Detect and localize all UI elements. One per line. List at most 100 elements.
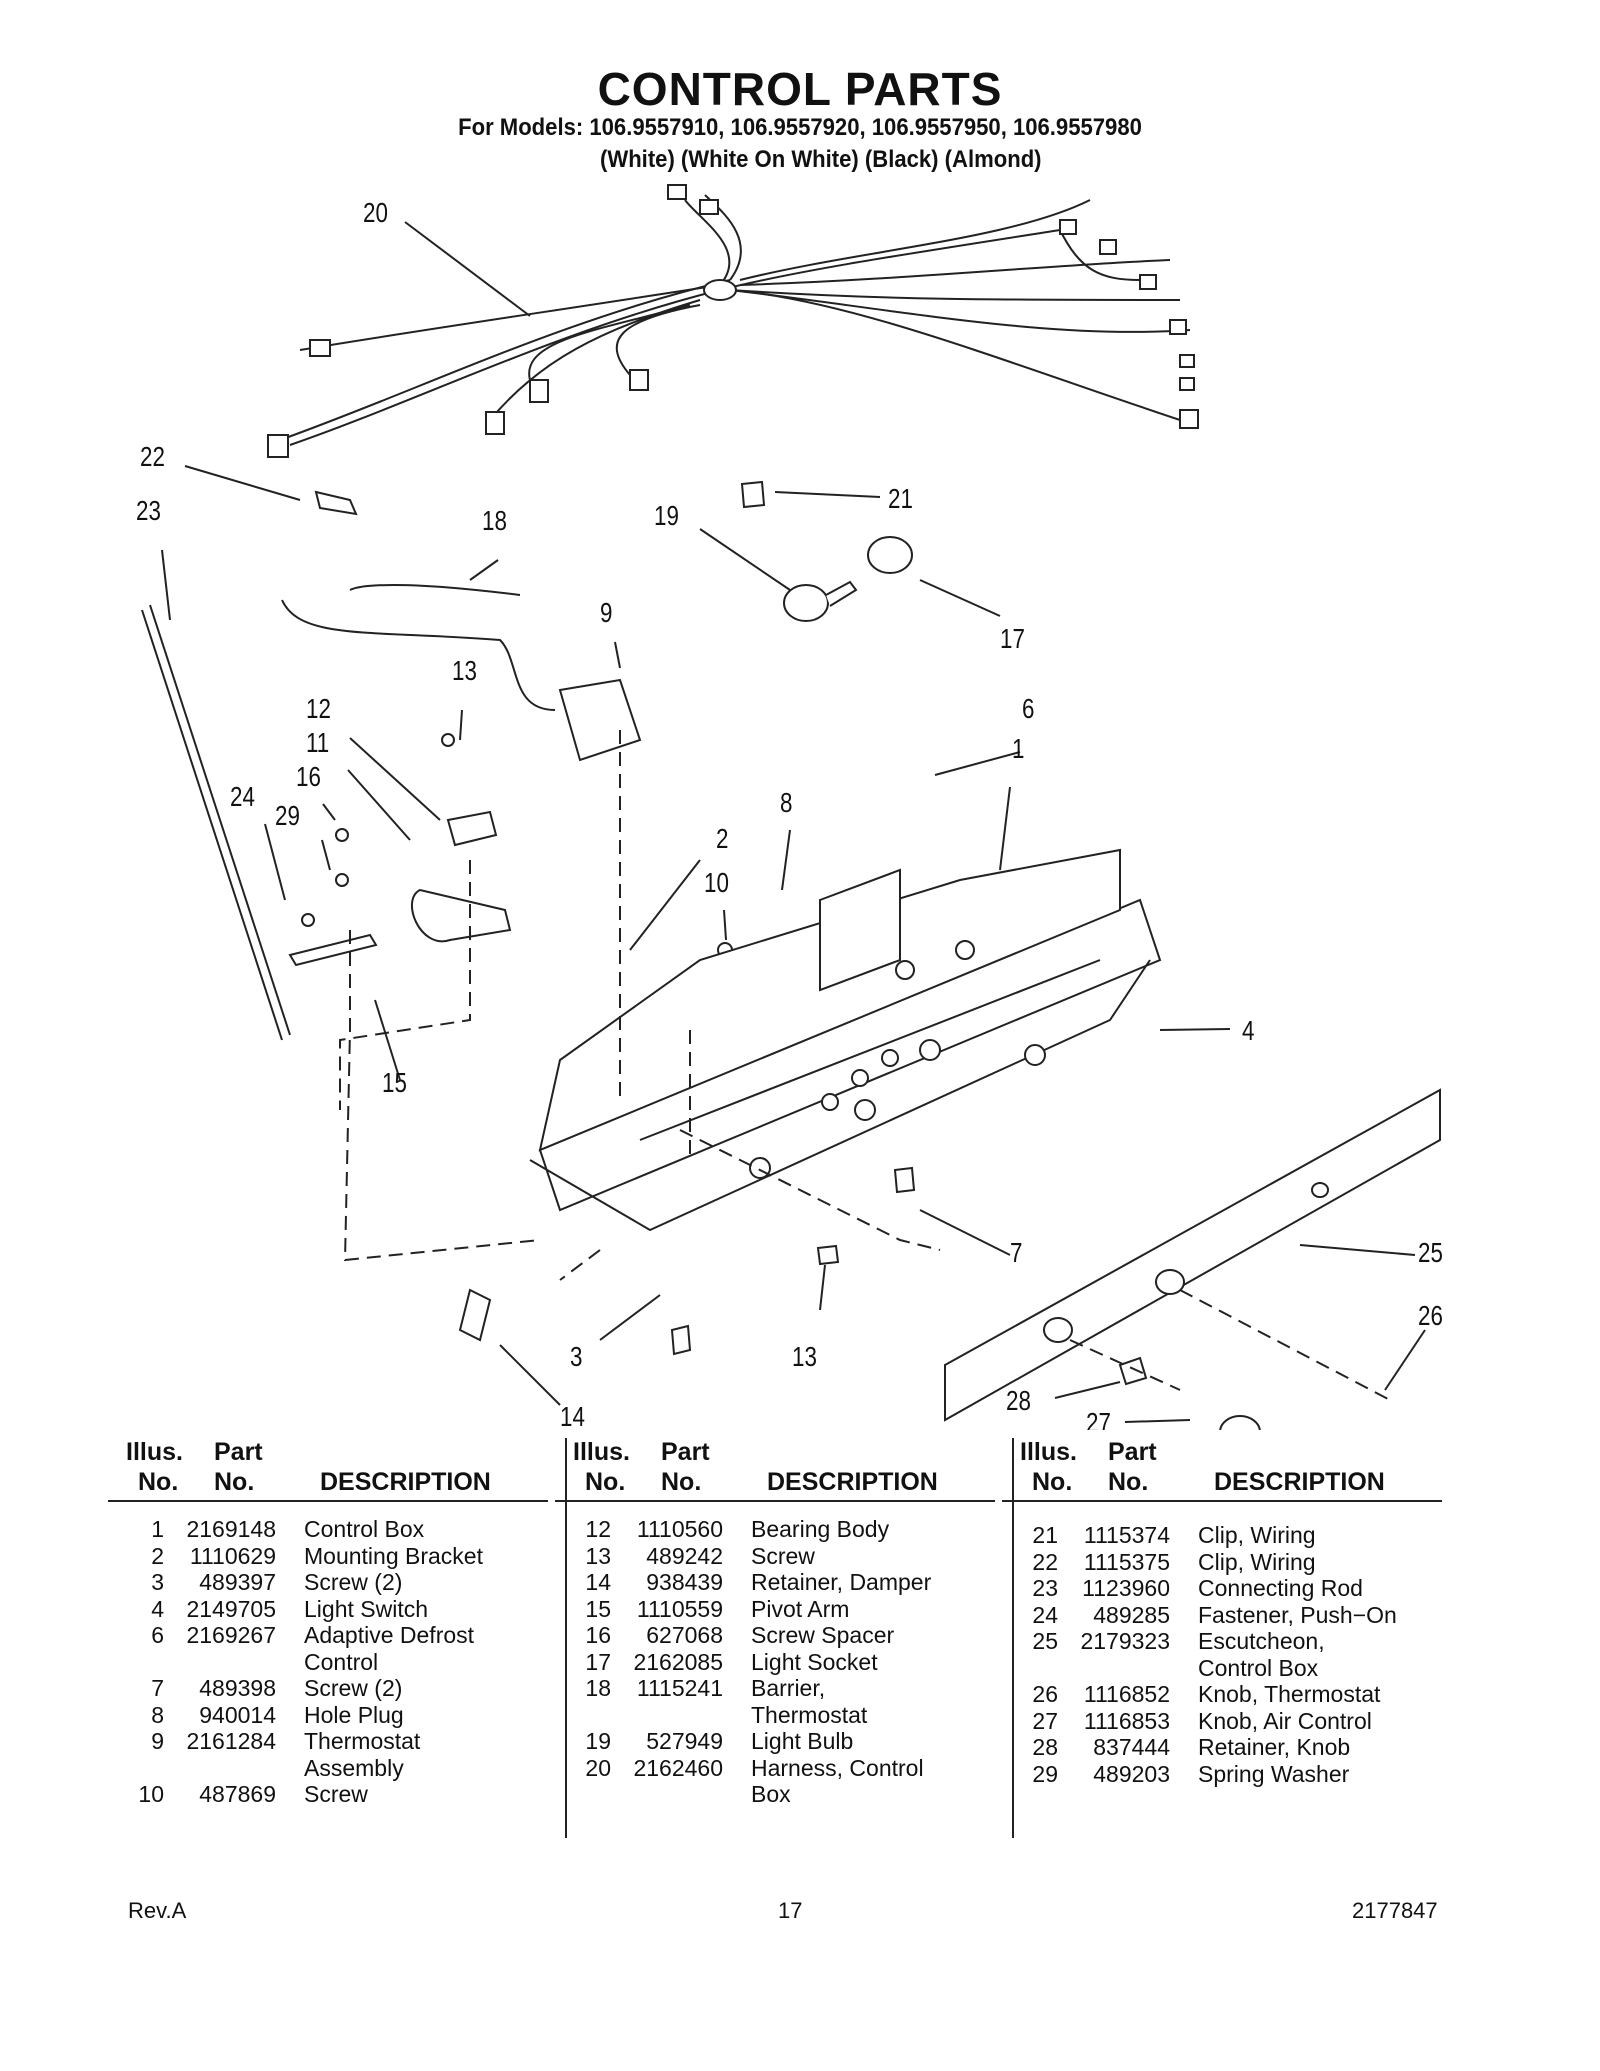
part-number: 1110629 bbox=[189, 1542, 276, 1569]
illus-number: 16 bbox=[585, 1622, 611, 1648]
header-no: No. bbox=[585, 1468, 626, 1496]
illus-number: 13 bbox=[585, 1542, 611, 1569]
illus-number: 10 bbox=[138, 1781, 164, 1807]
callout-10: 10 bbox=[704, 868, 729, 899]
callout-26: 26 bbox=[1418, 1301, 1443, 1332]
table-row: 1 2169148 Control Box bbox=[108, 1516, 548, 1543]
part-number: 489242 bbox=[646, 1542, 723, 1569]
document-number: 2177847 bbox=[1352, 1898, 1438, 1923]
illus-number: 7 bbox=[151, 1675, 164, 1701]
part-description: Escutcheon, Control Box bbox=[1198, 1628, 1325, 1681]
callout-3: 3 bbox=[570, 1342, 582, 1373]
exploded-parts-diagram: 20 22 23 18 21 19 17 9 13 6 1 12 11 16 2… bbox=[136, 184, 1443, 1430]
part-description: Adaptive Defrost Control bbox=[304, 1622, 475, 1675]
escutcheon-drawing bbox=[944, 1088, 1441, 1422]
part-number: 1115375 bbox=[1083, 1548, 1170, 1575]
part-description: Screw bbox=[751, 1542, 815, 1569]
header-illus: Illus. bbox=[1020, 1438, 1077, 1466]
part-number: 2169148 bbox=[186, 1516, 276, 1542]
illus-number: 6 bbox=[151, 1622, 164, 1648]
column-divider-2 bbox=[1012, 1438, 1014, 1838]
parts-table-column-1: Illus. No. Part No. DESCRIPTION 1 2169148… bbox=[108, 1438, 548, 1808]
part-description: Harness, Control Box bbox=[751, 1754, 924, 1808]
illus-number: 19 bbox=[585, 1728, 611, 1754]
illus-number: 23 bbox=[1032, 1575, 1058, 1601]
part-number: 2162460 bbox=[633, 1754, 723, 1781]
part-number: 489397 bbox=[199, 1569, 276, 1595]
page-title: CONTROL PARTS bbox=[597, 63, 1003, 115]
callout-7: 7 bbox=[1010, 1238, 1022, 1269]
part-description: Clip, Wiring bbox=[1198, 1548, 1316, 1575]
leader-lines bbox=[161, 221, 1426, 1423]
table-header: Illus. No. Part No. DESCRIPTION bbox=[108, 1438, 548, 1502]
parts-table-column-3: Illus. No. Part No. DESCRIPTION 21 111537… bbox=[1002, 1438, 1442, 1787]
callout-27: 27 bbox=[1086, 1408, 1111, 1430]
callout-18: 18 bbox=[482, 506, 507, 537]
part-number: 1116853 bbox=[1083, 1707, 1170, 1734]
callout-12: 12 bbox=[306, 694, 331, 725]
illus-number: 17 bbox=[585, 1648, 611, 1675]
callout-9: 9 bbox=[600, 598, 612, 629]
part-number: 2162085 bbox=[633, 1648, 723, 1675]
table-header: Illus. No. Part No. DESCRIPTION bbox=[1002, 1438, 1442, 1502]
part-description: Control Box bbox=[304, 1516, 425, 1542]
header-description: DESCRIPTION bbox=[1214, 1468, 1385, 1496]
illus-number: 24 bbox=[1032, 1601, 1058, 1628]
illus-number: 12 bbox=[585, 1516, 611, 1542]
part-description: Barrier, Thermostat bbox=[751, 1675, 868, 1728]
illus-number: 20 bbox=[585, 1754, 611, 1781]
part-number: 2179323 bbox=[1080, 1628, 1170, 1654]
callout-23: 23 bbox=[136, 496, 161, 527]
callout-15: 15 bbox=[382, 1068, 407, 1099]
callout-29: 29 bbox=[275, 801, 300, 832]
callout-labels: 20 22 23 18 21 19 17 9 13 6 1 12 11 16 2… bbox=[136, 198, 1443, 1430]
table-row: 27 1116853 Knob, Air Control bbox=[1002, 1708, 1442, 1735]
part-description: Retainer, Knob bbox=[1198, 1734, 1351, 1760]
callout-20: 20 bbox=[363, 198, 388, 229]
part-number: 1115241 bbox=[636, 1675, 723, 1701]
illus-number: 4 bbox=[151, 1595, 164, 1622]
callout-13: 13 bbox=[452, 656, 477, 687]
illus-number: 14 bbox=[585, 1569, 611, 1595]
header-description: DESCRIPTION bbox=[320, 1468, 491, 1496]
illus-number: 27 bbox=[1032, 1707, 1058, 1734]
part-number: 940014 bbox=[199, 1701, 276, 1728]
callout-24: 24 bbox=[230, 782, 255, 813]
part-number: 627068 bbox=[646, 1622, 723, 1648]
illus-number: 21 bbox=[1032, 1522, 1058, 1548]
header-part-no: No. bbox=[661, 1468, 702, 1496]
part-number: 1116852 bbox=[1083, 1681, 1170, 1707]
illus-number: 26 bbox=[1032, 1681, 1058, 1707]
revision-label: Rev.A bbox=[128, 1898, 187, 1923]
part-number: 1115374 bbox=[1083, 1522, 1170, 1548]
part-description: Clip, Wiring bbox=[1198, 1522, 1316, 1548]
part-description: Knob, Air Control bbox=[1198, 1707, 1372, 1734]
part-description: Screw bbox=[304, 1781, 368, 1807]
part-number: 2169267 bbox=[186, 1622, 276, 1648]
table-row: 21 1115374 Clip, Wiring bbox=[1002, 1522, 1442, 1549]
illus-number: 1 bbox=[151, 1516, 164, 1542]
models-line: For Models: 106.9557910, 106.9557920, 10… bbox=[458, 114, 1142, 141]
callout-4: 4 bbox=[1242, 1016, 1254, 1047]
header-description: DESCRIPTION bbox=[767, 1468, 938, 1496]
table-header: Illus. No. Part No. DESCRIPTION bbox=[555, 1438, 995, 1502]
header-illus: Illus. bbox=[573, 1438, 630, 1466]
part-number: 1110559 bbox=[636, 1595, 723, 1622]
part-description: Light Socket bbox=[751, 1648, 878, 1675]
part-number: 489285 bbox=[1093, 1601, 1170, 1628]
part-description: Screw Spacer bbox=[751, 1622, 895, 1648]
part-number: 2149705 bbox=[186, 1595, 276, 1622]
harness-drawing bbox=[267, 184, 1199, 458]
part-description: Thermostat Assembly bbox=[304, 1728, 421, 1781]
